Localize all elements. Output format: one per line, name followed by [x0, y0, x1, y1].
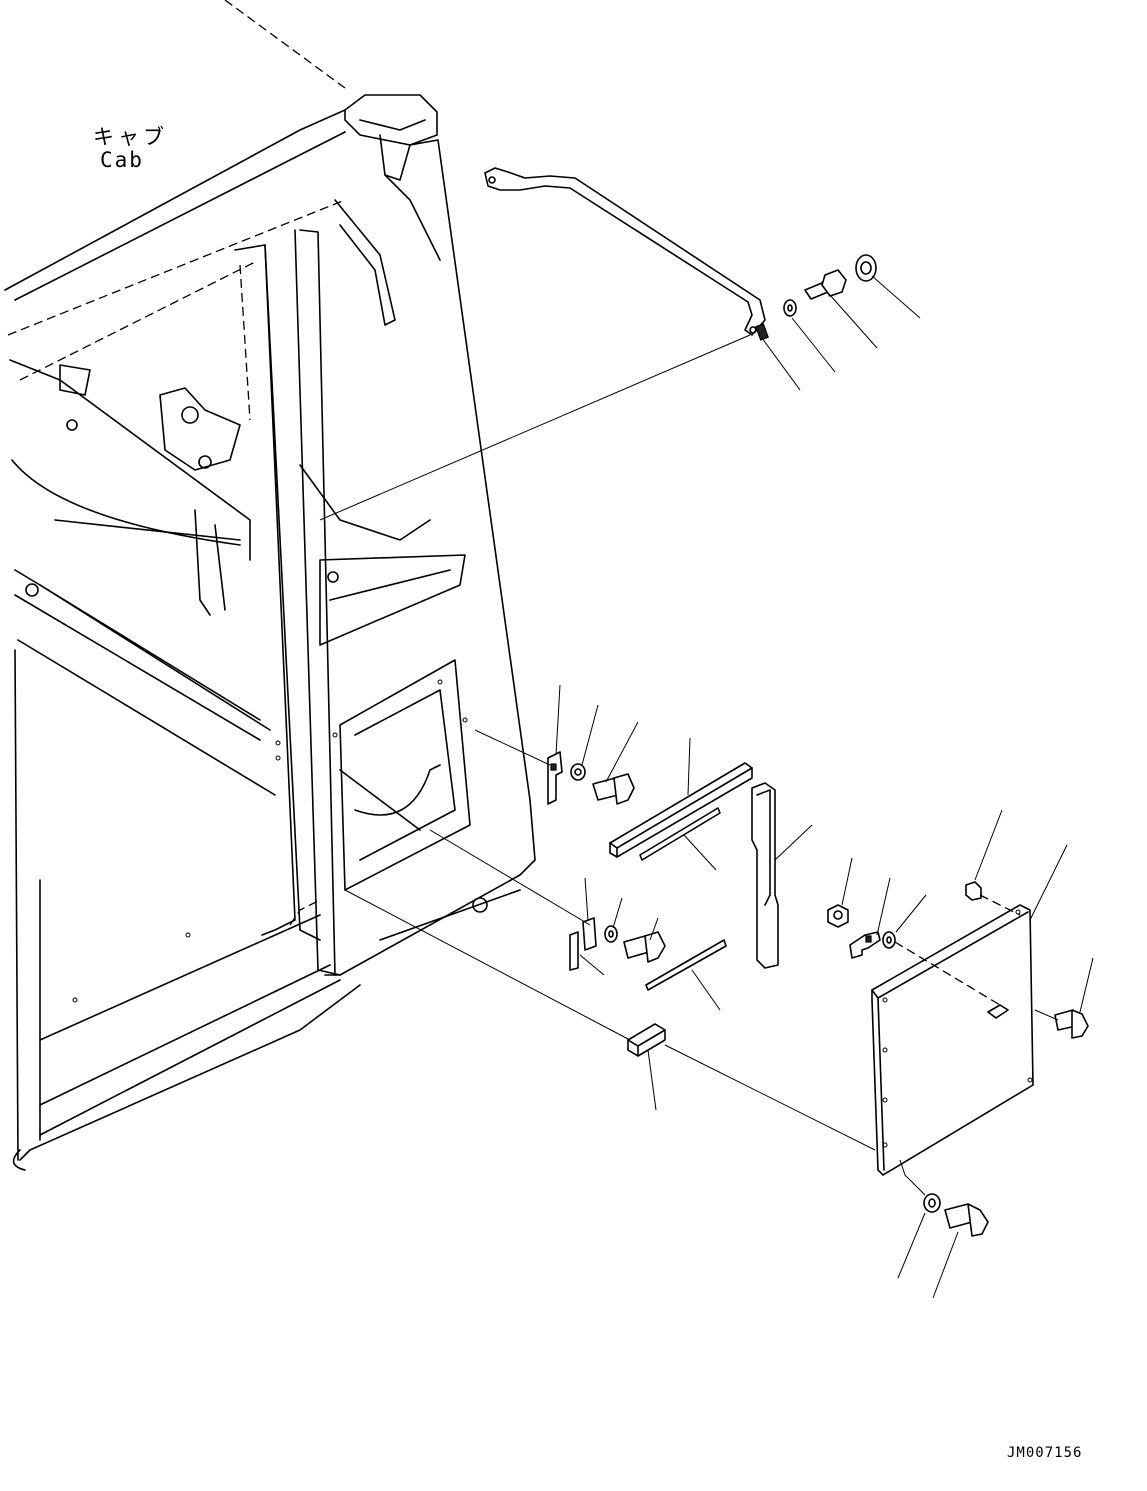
cover-clip — [849, 931, 881, 959]
handrail — [484, 167, 769, 341]
cover-bolt-bottom — [944, 1203, 989, 1237]
lower-bolt — [623, 931, 666, 963]
seal-strip-diagonal — [645, 939, 727, 991]
upper-bolt — [592, 773, 635, 805]
cab-label-english: Cab — [100, 148, 144, 172]
cover-nut — [827, 904, 849, 928]
top-nut — [965, 881, 982, 901]
lower-washer — [604, 925, 618, 943]
seal-strip-thin — [639, 807, 721, 861]
lower-clip — [569, 917, 597, 971]
leader-lines — [555, 275, 1094, 1299]
cover-bolt-right — [1054, 1009, 1089, 1039]
upper-clip — [547, 751, 563, 805]
cover-plate — [871, 904, 1034, 1176]
upper-washer — [570, 763, 586, 781]
handrail-spacer — [855, 254, 877, 282]
cab-frame — [4, 0, 536, 1171]
handrail-washer — [783, 299, 797, 317]
cover-washer — [882, 931, 896, 949]
spacer-block — [627, 1023, 666, 1057]
drawing-number: JM007156 — [1007, 1445, 1083, 1461]
assembly-lines — [319, 334, 1059, 1196]
seal-strip-vertical — [751, 782, 779, 969]
seal-strip-long — [609, 762, 753, 858]
handrail-bolt — [804, 269, 847, 300]
cover-washer-bottom — [923, 1193, 941, 1213]
cab-label-japanese: キャブ — [93, 125, 168, 149]
